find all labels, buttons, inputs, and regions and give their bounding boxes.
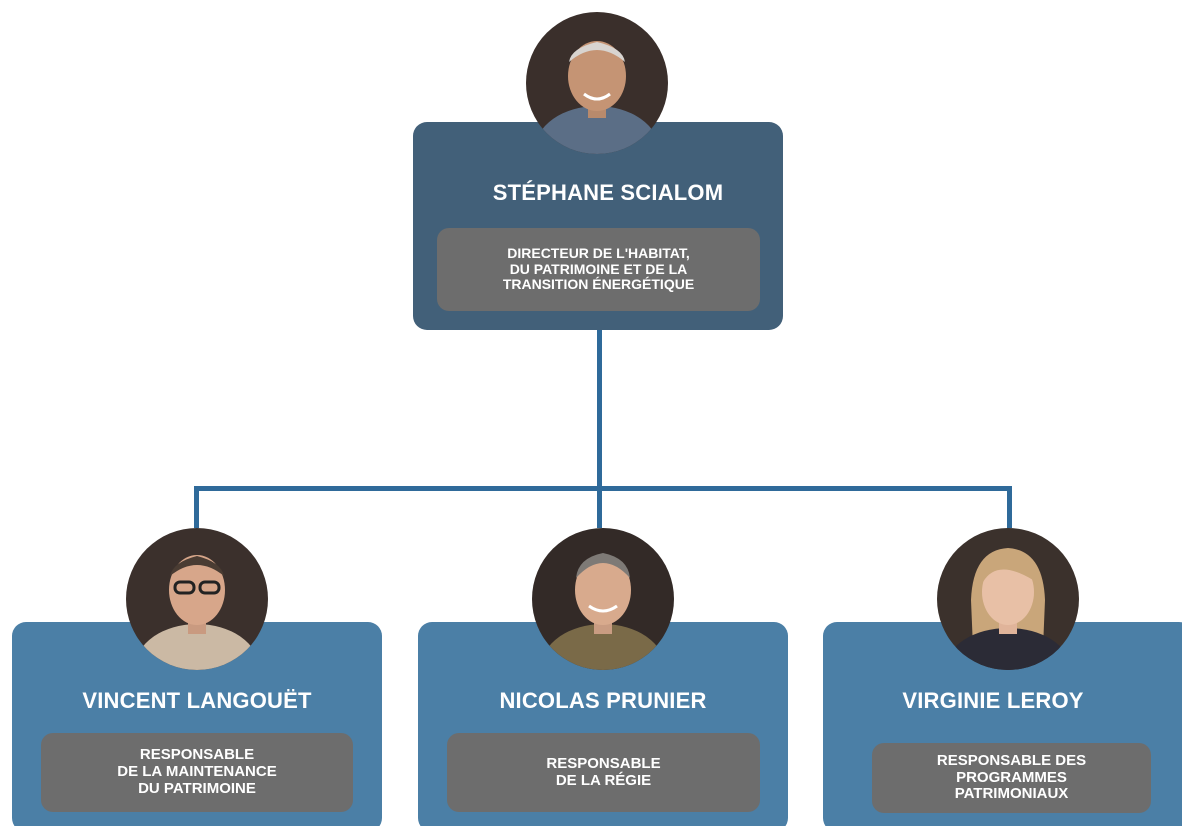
person-photo-icon bbox=[937, 528, 1079, 670]
report-role: RESPONSABLE DES PROGRAMMES PATRIMONIAUX bbox=[872, 743, 1151, 813]
connector-right-down bbox=[1007, 486, 1012, 528]
report-photo-virginie bbox=[937, 528, 1079, 670]
report-name: VINCENT LANGOUËT bbox=[82, 688, 312, 713]
connector-horizontal bbox=[194, 486, 1012, 491]
director-name: STÉPHANE SCIALOM bbox=[492, 180, 724, 205]
report-photo-vincent bbox=[126, 528, 268, 670]
connector-director-down bbox=[597, 330, 602, 490]
person-photo-icon bbox=[532, 528, 674, 670]
report-name: VIRGINIE LEROY bbox=[902, 688, 1084, 713]
report-name: NICOLAS PRUNIER bbox=[499, 688, 707, 713]
person-photo-icon bbox=[526, 12, 668, 154]
director-photo bbox=[526, 12, 668, 154]
director-role: DIRECTEUR DE L'HABITAT, DU PATRIMOINE ET… bbox=[437, 228, 760, 311]
connector-left-down bbox=[194, 486, 199, 528]
report-role: RESPONSABLE DE LA MAINTENANCE DU PATRIMO… bbox=[41, 733, 353, 812]
connector-center-down bbox=[597, 486, 602, 528]
report-photo-nicolas bbox=[532, 528, 674, 670]
person-photo-icon bbox=[126, 528, 268, 670]
director-card: STÉPHANE SCIALOM DIRECTEUR DE L'HABITAT,… bbox=[413, 122, 783, 330]
report-role: RESPONSABLE DE LA RÉGIE bbox=[447, 733, 760, 812]
